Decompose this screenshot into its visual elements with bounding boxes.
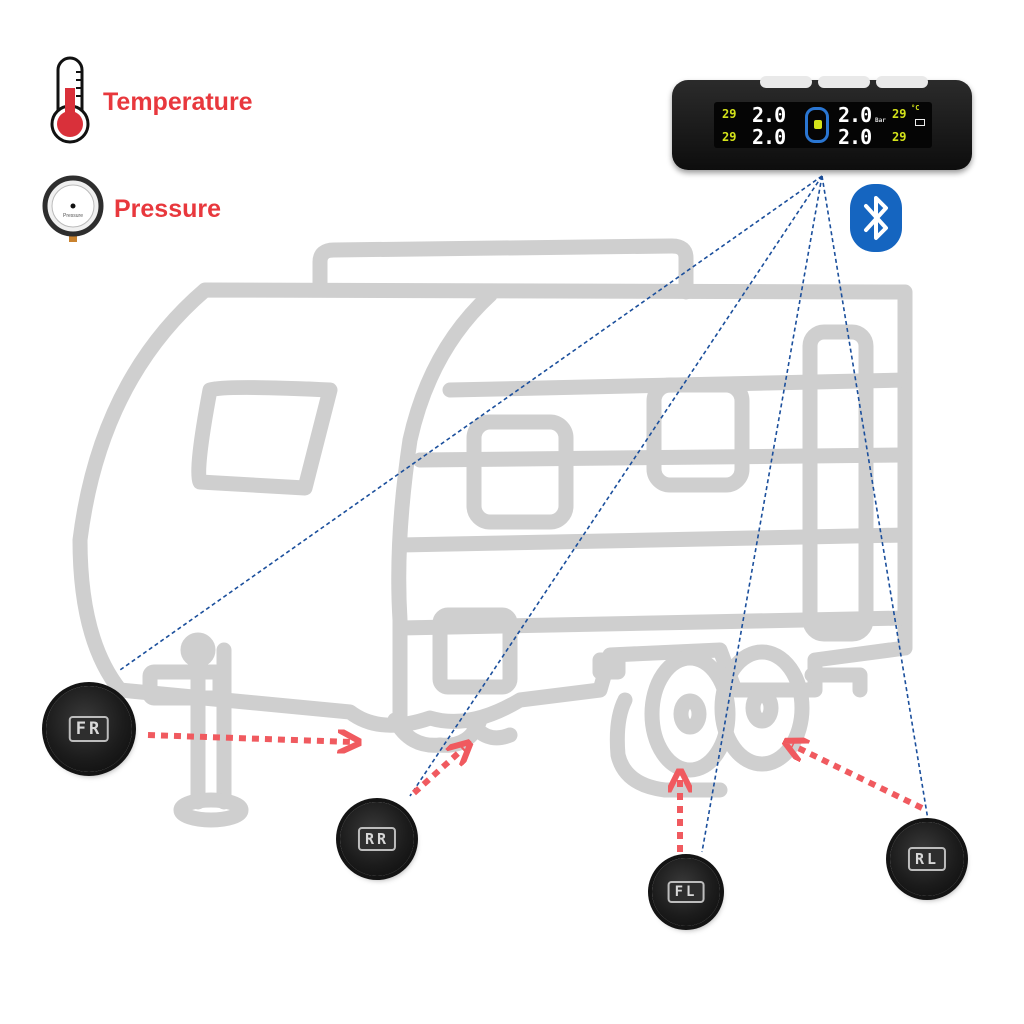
sensor-fr: FR: [40, 680, 138, 778]
pressure-label: Pressure: [114, 195, 222, 223]
caravan-outline: [72, 238, 913, 828]
sensor-fl: FL: [646, 852, 726, 932]
temp-rear-left: 29: [722, 130, 737, 144]
sensor-rr-label: RR: [357, 827, 397, 851]
battery-icon: [915, 119, 925, 126]
gauge-face-text: Pressure: [63, 213, 83, 219]
tire-icon-core: [814, 120, 822, 129]
monitor-button[interactable]: [760, 76, 812, 88]
tire-icon: [805, 107, 829, 143]
sensor-fr-label: FR: [68, 716, 110, 742]
temp-front-left: 29: [722, 107, 737, 121]
pressure-front-right: 2.0: [838, 103, 872, 127]
temp-rear-right: 29: [892, 130, 907, 144]
temp-unit: °C: [911, 104, 920, 112]
mount-arrows: [147, 735, 924, 852]
sensor-fl-label: FL: [667, 881, 705, 903]
temp-front-right: 29: [892, 107, 907, 121]
pressure-rear-left: 2.0: [752, 125, 786, 149]
tpms-monitor: 29 29 2.0 2.0 2.0 2.0 Bar 29 °C 29: [672, 76, 972, 170]
link-lines: [119, 175, 929, 853]
pressure-front-left: 2.0: [752, 103, 786, 127]
sensor-rl-label: RL: [907, 847, 947, 871]
pressure-gauge-icon: Pressure: [42, 175, 104, 242]
thermometer-icon: [50, 56, 90, 144]
monitor-button[interactable]: [818, 76, 870, 88]
monitor-screen: 29 29 2.0 2.0 2.0 2.0 Bar 29 °C 29: [714, 102, 932, 149]
bluetooth-icon: [850, 184, 902, 252]
sensor-rr: RR: [334, 796, 420, 882]
pressure-unit: Bar: [875, 117, 886, 124]
monitor-button[interactable]: [876, 76, 928, 88]
sensor-rl: RL: [884, 816, 970, 902]
temperature-label: Temperature: [103, 88, 253, 116]
pressure-rear-right: 2.0: [838, 125, 872, 149]
